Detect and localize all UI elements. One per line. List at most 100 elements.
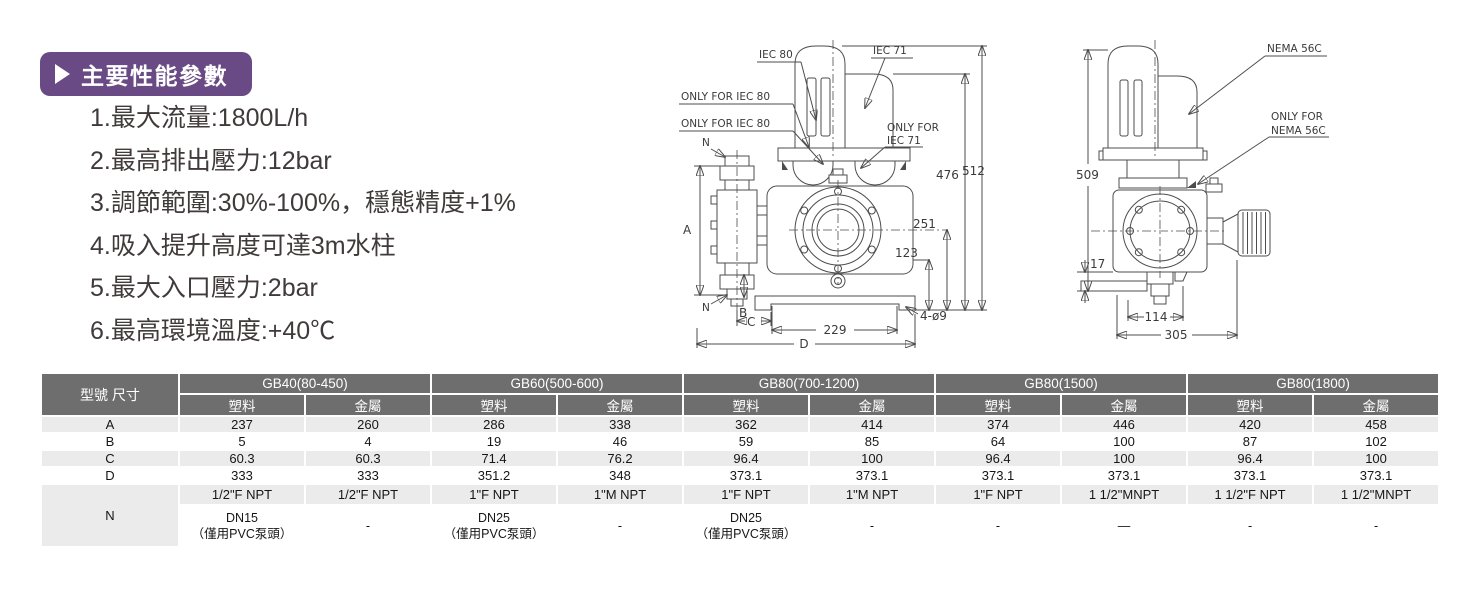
performance-spec-list: 1.最大流量:1800L/h 2.最高排出壓力:12bar 3.調節範圍:30%… (90, 97, 516, 352)
label-nema56c: NEMA 56C (1267, 43, 1322, 55)
table-cell: 1/2"F NPT (180, 485, 304, 504)
label-iec71: IEC 71 (873, 45, 907, 57)
table-cell: 100 (1062, 451, 1187, 466)
table-cell: 4 (306, 434, 430, 449)
table-cell: - (306, 506, 430, 546)
table-cell: 76.2 (558, 451, 682, 466)
table-cell: 100 (1062, 434, 1187, 449)
spec-item: 5.最大入口壓力:2bar (90, 274, 318, 302)
table-cell: 96.4 (936, 451, 1061, 466)
label-only-iec71-2: IEC 71 (887, 135, 921, 147)
pump-dimension-drawing-nema: 509 17 114 305 NEMA 56C ONLY FOR NEMA 56… (1076, 40, 1329, 342)
table-cell: 1 1/2"MNPT (1062, 485, 1187, 504)
table-cell: 100 (1314, 451, 1439, 466)
dim-label-holes: 4-ø9 (920, 309, 947, 323)
table-cell: 60.3 (306, 451, 430, 466)
table-cell: - (810, 506, 935, 546)
table-row: D 333 333 351.2 348 373.1 373.1 373.1 37… (42, 468, 1439, 483)
row-label: B (42, 434, 178, 449)
material-header: 塑料 (1188, 395, 1313, 415)
table-cell: DN15 （僅用PVC泵頭） (180, 506, 304, 546)
table-cell: 96.4 (1188, 451, 1313, 466)
section-title: 主要性能參數 (81, 63, 228, 89)
table-cell: 373.1 (936, 468, 1061, 483)
play-triangle-icon (55, 64, 70, 84)
table-cell: 19 (432, 434, 556, 449)
dim-label-476: 476 (936, 168, 959, 182)
table-row-dn: DN15 （僅用PVC泵頭） - DN25 （僅用PVC泵頭） - DN25 （… (42, 506, 1439, 546)
table-cell: 414 (810, 417, 935, 432)
label-only-nema-2: NEMA 56C (1271, 125, 1326, 137)
row-label-n: N (42, 485, 178, 546)
table-cell: 362 (684, 417, 808, 432)
table-cell: 1"M NPT (558, 485, 682, 504)
table-cell: 373.1 (684, 468, 808, 483)
table-cell: 373.1 (810, 468, 935, 483)
table-cell: 374 (936, 417, 1061, 432)
material-header: 金屬 (1314, 395, 1439, 415)
dim-label-C: C (747, 315, 755, 329)
pump-dimension-drawing-iec: A B C 229 D 476 512 251 123 4-ø9 IEC 80 … (679, 40, 987, 351)
table-cell: 333 (180, 468, 304, 483)
table-cell: 348 (558, 468, 682, 483)
label-only-iec80-1: ONLY FOR IEC 80 (681, 91, 770, 103)
table-cell: 1"F NPT (432, 485, 556, 504)
table-cell: 100 (810, 451, 935, 466)
row-label: D (42, 468, 178, 483)
spec-item: 4.吸入提升高度可達3m水柱 (90, 231, 396, 260)
table-cell: 71.4 (432, 451, 556, 466)
table-row: C 60.3 60.3 71.4 76.2 96.4 100 96.4 100 … (42, 451, 1439, 466)
table-cell: 338 (558, 417, 682, 432)
table-cell: 1 1/2"F NPT (1188, 485, 1313, 504)
dim-label-114: 114 (1145, 310, 1168, 324)
table-cell: 1"F NPT (936, 485, 1061, 504)
table-cell: — (1062, 506, 1187, 546)
dim-label-17: 17 (1090, 257, 1105, 271)
dim-label-509: 509 (1076, 168, 1099, 182)
table-cell: 85 (810, 434, 935, 449)
dimension-spec-table: 型號 尺寸 GB40(80-450) GB60(500-600) GB80(70… (40, 372, 1440, 548)
table-cell: DN25 （僅用PVC泵頭） (432, 506, 556, 546)
table-row-npt: N 1/2"F NPT 1/2"F NPT 1"F NPT 1"M NPT 1"… (42, 485, 1439, 546)
label-iec80: IEC 80 (759, 49, 793, 61)
table-cell: 102 (1314, 434, 1439, 449)
label-only-iec80-2: ONLY FOR IEC 80 (681, 118, 770, 130)
label-n-top: N (702, 137, 710, 149)
material-header: 金屬 (810, 395, 935, 415)
table-cell: DN25 （僅用PVC泵頭） (684, 506, 808, 546)
spec-item: 6.最高環境溫度:+40℃ (90, 316, 336, 345)
table-material-header-row: 塑料 金屬 塑料 金屬 塑料 金屬 塑料 金屬 塑料 金屬 (42, 395, 1439, 415)
table-cell: 373.1 (1062, 468, 1187, 483)
group-header-gb60: GB60(500-600) (432, 374, 682, 393)
table-cell: 1"F NPT (684, 485, 808, 504)
spec-item: 1.最大流量:1800L/h (90, 104, 309, 132)
table-cell: 458 (1314, 417, 1439, 432)
table-cell: 1"M NPT (810, 485, 935, 504)
corner-header: 型號 尺寸 (42, 374, 178, 415)
dim-label-305: 305 (1165, 328, 1188, 342)
dim-label-D: D (799, 337, 808, 351)
table-row: B 5 4 19 46 59 85 64 100 87 102 (42, 434, 1439, 449)
table-cell: - (1314, 506, 1439, 546)
label-only-nema-1: ONLY FOR (1271, 111, 1323, 123)
material-header: 塑料 (936, 395, 1061, 415)
material-header: 金屬 (1062, 395, 1187, 415)
table-cell: 46 (558, 434, 682, 449)
table-row: A 237 260 286 338 362 414 374 446 420 45… (42, 417, 1439, 432)
material-header: 塑料 (684, 395, 808, 415)
table-cell: 237 (180, 417, 304, 432)
table-group-header-row: 型號 尺寸 GB40(80-450) GB60(500-600) GB80(70… (42, 374, 1439, 415)
group-header-gb80-1800: GB80(1800) (1188, 374, 1439, 393)
row-label: A (42, 417, 178, 432)
dim-label-B: B (739, 306, 747, 320)
table-cell: 59 (684, 434, 808, 449)
table-cell: 286 (432, 417, 556, 432)
spec-item: 3.調節範圍:30%-100%，穩態精度+1% (90, 189, 516, 217)
table-cell: 1 1/2"MNPT (1314, 485, 1439, 504)
dim-label-229: 229 (824, 323, 847, 337)
table-cell: 96.4 (684, 451, 808, 466)
table-cell: - (1188, 506, 1313, 546)
section-title-badge: 主要性能參數 (40, 52, 252, 96)
table-cell: 1/2"F NPT (306, 485, 430, 504)
spec-item: 2.最高排出壓力:12bar (90, 146, 332, 175)
